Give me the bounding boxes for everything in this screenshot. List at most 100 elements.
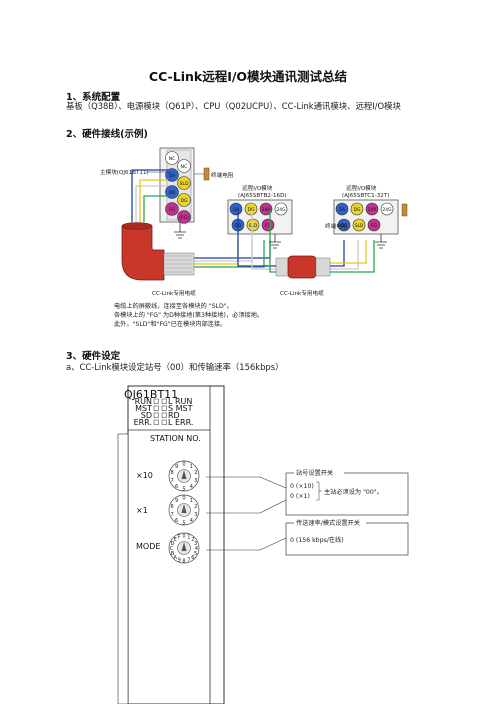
remote-terminal-fg: FG bbox=[367, 218, 381, 232]
svg-text:6: 6 bbox=[175, 484, 178, 490]
x10-label: ×10 bbox=[136, 471, 153, 480]
svg-text:0: 0 bbox=[182, 462, 185, 468]
module-model-label: QJ61BT11 bbox=[124, 388, 178, 401]
station-callout-box bbox=[285, 472, 409, 516]
svg-text:8: 8 bbox=[182, 559, 185, 565]
speed-callout-box bbox=[285, 522, 409, 556]
document-title: CC-Link远程I/O模块通讯测试总结 bbox=[148, 69, 348, 84]
svg-text:24G: 24G bbox=[383, 207, 393, 213]
svg-text:7: 7 bbox=[171, 512, 174, 518]
svg-text:5: 5 bbox=[182, 521, 185, 527]
master-module-label: 主模块(QJ61BT11) bbox=[100, 168, 149, 176]
remote-terminal-24g: 24G bbox=[274, 202, 288, 216]
svg-text:7: 7 bbox=[171, 478, 174, 484]
svg-text:2: 2 bbox=[191, 537, 194, 543]
svg-text:DA: DA bbox=[169, 173, 176, 179]
svg-text:FG: FG bbox=[371, 223, 378, 229]
x1-label: ×1 bbox=[136, 506, 148, 515]
section-1-heading: 1、系统配置 bbox=[66, 92, 121, 103]
remote-terminal-db: DB bbox=[337, 218, 351, 232]
terminator-label-1: 终端电阻 bbox=[211, 171, 234, 179]
remote-module-2-model: (AJ65SBTC1-32T) bbox=[342, 193, 389, 199]
station-callout-line-2: 0 (×1) bbox=[290, 493, 310, 500]
cclink-cable-2 bbox=[275, 255, 331, 279]
svg-text:2: 2 bbox=[194, 470, 197, 476]
speed-callout-line: 0 (156 kbps/在线) bbox=[290, 536, 344, 544]
svg-text:8: 8 bbox=[171, 470, 174, 476]
station-callout-note: 主站必须设为 "00"。 bbox=[324, 488, 383, 496]
remote-terminal-da: DA bbox=[335, 202, 349, 216]
remote-terminal-fg: FG bbox=[261, 218, 275, 232]
svg-text:0: 0 bbox=[182, 534, 185, 540]
svg-text:1: 1 bbox=[187, 534, 190, 540]
remote-module-1-model: (AJ65SBTB2-16D) bbox=[238, 193, 287, 199]
svg-text:D: D bbox=[171, 541, 175, 547]
cclink-cable-1 bbox=[121, 222, 195, 281]
svg-text:RD: RD bbox=[168, 411, 180, 420]
station-callout-title: 站号设置开关 bbox=[296, 469, 333, 477]
svg-text:4: 4 bbox=[190, 518, 193, 524]
remote-terminal-da: DA bbox=[229, 202, 243, 216]
svg-text:F: F bbox=[178, 534, 181, 540]
svg-text:DB: DB bbox=[341, 223, 347, 229]
svg-text:FG: FG bbox=[265, 223, 272, 229]
svg-text:24V: 24V bbox=[368, 207, 377, 213]
wiring-note-1: 电缆上的屏蔽线，连接至各模块的 "SLD"。 bbox=[114, 303, 233, 310]
master-terminal-fg: (FG) bbox=[177, 210, 191, 224]
section-2-heading: 2、硬件接线(示例) bbox=[66, 129, 148, 140]
svg-text:L RUN: L RUN bbox=[168, 397, 192, 406]
svg-text:4: 4 bbox=[190, 484, 193, 490]
ground-symbol bbox=[174, 222, 387, 249]
svg-text:SLD: SLD bbox=[355, 223, 364, 229]
svg-text:A: A bbox=[173, 555, 177, 561]
svg-text:DA: DA bbox=[339, 207, 345, 213]
wiring-note-3: 此外，"SLD"和"FG"已在模块内部连接。 bbox=[114, 321, 227, 328]
svg-text:6: 6 bbox=[191, 555, 194, 561]
svg-text:MST: MST bbox=[135, 404, 152, 413]
svg-text:1: 1 bbox=[190, 498, 193, 504]
svg-text:SLD: SLD bbox=[249, 223, 258, 229]
station-no-label: STATION NO. bbox=[150, 434, 201, 443]
section-3a-text: a、CC-Link模块设定站号（00）和传输速率（156kbps） bbox=[66, 362, 284, 372]
svg-text:9: 9 bbox=[178, 558, 181, 564]
svg-text:0: 0 bbox=[182, 496, 185, 502]
svg-text:5: 5 bbox=[194, 551, 197, 557]
remote-terminal-sld: SLD bbox=[352, 218, 366, 232]
svg-text:9: 9 bbox=[175, 498, 178, 504]
terminator-resistor-2 bbox=[401, 203, 408, 217]
svg-text:24G: 24G bbox=[277, 207, 287, 213]
master-terminal-sld: SLD bbox=[177, 176, 191, 190]
svg-text:(FG): (FG) bbox=[179, 215, 189, 221]
svg-text:DB: DB bbox=[169, 190, 176, 196]
svg-text:3: 3 bbox=[194, 478, 197, 484]
svg-text:3: 3 bbox=[194, 541, 197, 547]
section-1-text: 基板（Q38B）、电源模块（Q61P）、CPU（Q02UCPU）、CC-Link… bbox=[66, 101, 401, 111]
remote-terminal-dg: DG bbox=[350, 202, 364, 216]
wiring-notes: 电缆上的屏蔽线，连接至各模块的 "SLD"。 各模块上的 "FG" 为D种接地(… bbox=[114, 302, 263, 329]
master-terminal-db: DB bbox=[165, 185, 179, 199]
wiring-note-2: 各模块上的 "FG" 为D种接地(第3种接地)，必须接地。 bbox=[114, 312, 264, 319]
svg-text:DA: DA bbox=[233, 207, 239, 213]
remote-module-2-label: 远程I/O模块 bbox=[346, 184, 377, 192]
remote-terminal-24g: 24G bbox=[380, 202, 394, 216]
svg-text:B: B bbox=[171, 551, 175, 557]
svg-text:4: 4 bbox=[195, 546, 198, 552]
remote-terminal-24v: 24V bbox=[365, 202, 379, 216]
cable-label-1: CC-Link专用电缆 bbox=[152, 289, 196, 297]
speed-callout-title: 传送速率/模式设置开关 bbox=[296, 519, 360, 527]
svg-text:E: E bbox=[174, 537, 177, 543]
section-3-heading: 3、硬件设定 bbox=[66, 351, 121, 362]
remote-module-1-label: 远程I/O模块 bbox=[242, 184, 273, 192]
master-terminal-fg: FG bbox=[165, 202, 179, 216]
station-callout-line-1: 0 (×10) bbox=[290, 483, 314, 490]
svg-text:1: 1 bbox=[190, 464, 193, 470]
svg-text:8: 8 bbox=[171, 504, 174, 510]
svg-text:L ERR.: L ERR. bbox=[168, 418, 193, 427]
